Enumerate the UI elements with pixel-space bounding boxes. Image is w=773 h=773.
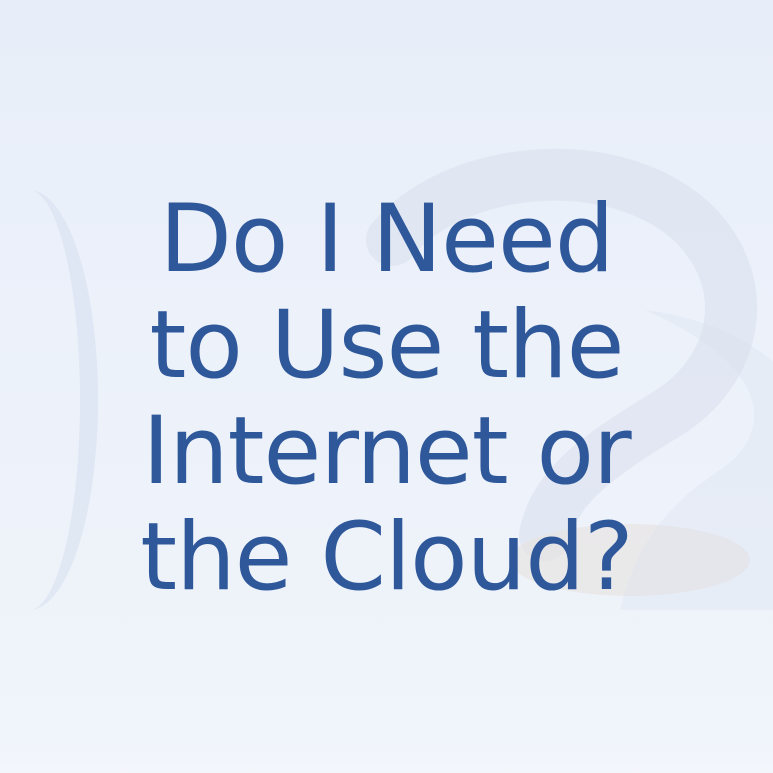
title-line-1: Do I Need	[159, 184, 614, 294]
title-line-2: to Use the	[149, 290, 625, 400]
title-line-4: the Cloud?	[140, 502, 634, 612]
page-title: Do I Need to Use the Internet or the Clo…	[0, 184, 773, 612]
title-line-3: Internet or	[142, 396, 631, 506]
bottom-fade-overlay	[0, 739, 773, 773]
